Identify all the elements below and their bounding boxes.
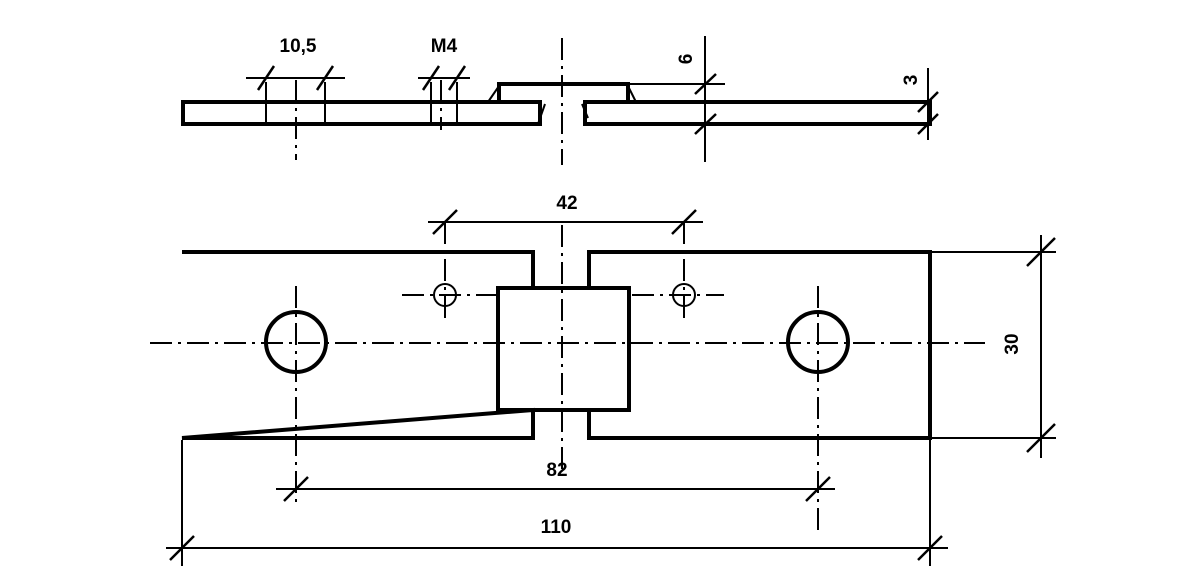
- top-view: 42 30 82 110: [150, 193, 1056, 566]
- dim-overall-length: 110: [166, 440, 948, 566]
- top-view-center-boss: [496, 286, 631, 412]
- side-view: 10,5 M4 6 3: [181, 36, 939, 165]
- dim-plate-thickness: 3: [901, 68, 939, 140]
- side-view-weld-left: [487, 82, 500, 103]
- dim-plate-width-label: 30: [1002, 333, 1023, 354]
- dim-boss-height: 6: [628, 36, 725, 162]
- dim-plate-width: 30: [932, 235, 1056, 458]
- side-view-weld-inner-right: [581, 103, 589, 119]
- top-view-right-plate: [587, 250, 932, 440]
- side-view-weld-inner-left: [537, 103, 546, 125]
- dim-thread: M4: [418, 36, 470, 91]
- dim-plate-thickness-label: 3: [901, 75, 922, 86]
- dim-main-hole-spacing: 82: [276, 460, 835, 502]
- dim-screw-hole-spacing: 42: [428, 193, 703, 235]
- dim-hole-width: 10,5: [246, 36, 345, 91]
- dim-main-hole-spacing-label: 82: [546, 460, 567, 481]
- dim-hole-width-label: 10,5: [280, 36, 317, 57]
- dim-overall-length-label: 110: [541, 517, 572, 538]
- dim-boss-height-label: 6: [676, 54, 697, 65]
- dim-screw-hole-spacing-label: 42: [556, 193, 577, 214]
- side-view-weld-right: [627, 85, 637, 103]
- side-view-boss: [497, 82, 630, 102]
- dim-thread-label: M4: [431, 36, 458, 57]
- top-view-left-plate: [181, 250, 535, 440]
